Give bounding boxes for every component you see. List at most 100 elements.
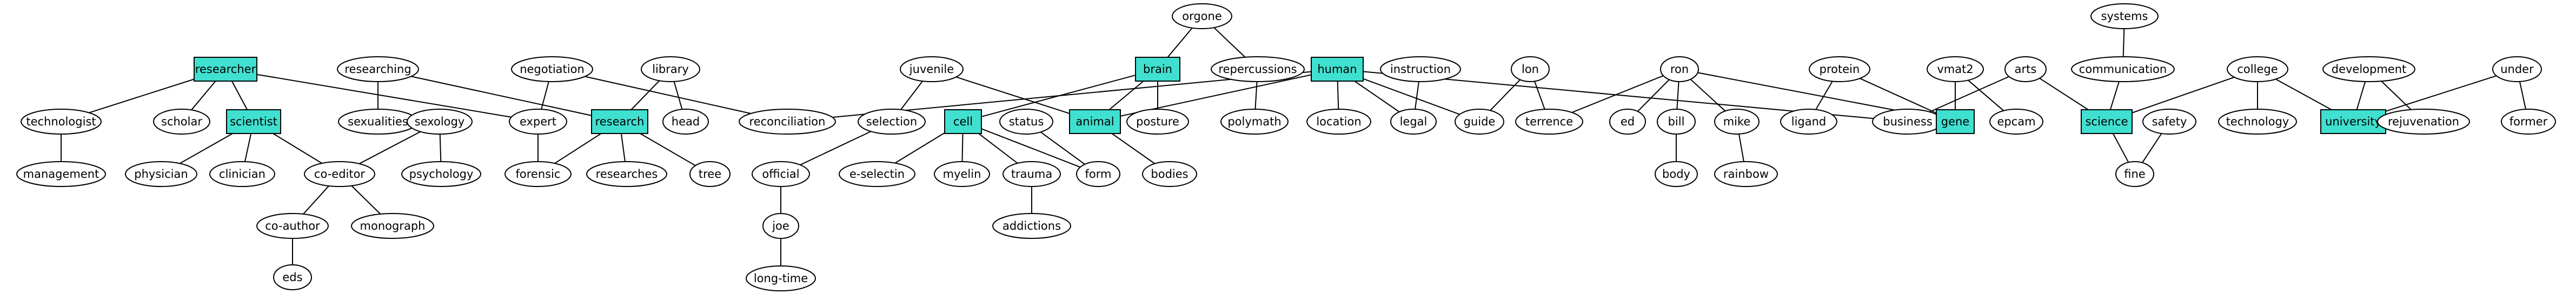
- edge-arts-science: [2039, 77, 2089, 110]
- node-ellipse: [2071, 56, 2175, 82]
- node-co-editor[interactable]: co-editor: [304, 161, 375, 187]
- node-box: [1936, 109, 1975, 134]
- node-head[interactable]: head: [662, 109, 709, 135]
- node-label: juvenile: [909, 63, 954, 76]
- node-status[interactable]: status: [999, 109, 1053, 135]
- node-label: mike: [1723, 115, 1751, 128]
- node-college[interactable]: college: [2227, 56, 2288, 82]
- node-gene[interactable]: gene: [1936, 109, 1975, 134]
- node-arts[interactable]: arts: [2004, 56, 2047, 82]
- node-systems[interactable]: systems: [2090, 3, 2159, 29]
- node-ellipse: [1511, 56, 1550, 82]
- edge-under-university: [2385, 75, 2497, 112]
- node-bill[interactable]: bill: [1657, 109, 1696, 135]
- node-polymath[interactable]: polymath: [1220, 109, 1289, 135]
- node-university[interactable]: university: [2320, 109, 2386, 134]
- node-business[interactable]: business: [1872, 109, 1943, 135]
- node-co-author[interactable]: co-author: [256, 213, 329, 239]
- node-official[interactable]: official: [752, 161, 810, 187]
- node-lon[interactable]: lon: [1511, 56, 1550, 82]
- node-selection[interactable]: selection: [858, 109, 926, 135]
- node-researching[interactable]: researching: [337, 56, 419, 82]
- node-mike[interactable]: mike: [1714, 109, 1760, 135]
- node-repercussions[interactable]: repercussions: [1211, 56, 1305, 82]
- node-terrence[interactable]: terrence: [1515, 109, 1583, 135]
- node-development[interactable]: development: [2322, 56, 2415, 82]
- node-myelin[interactable]: myelin: [934, 161, 990, 187]
- node-technologist[interactable]: technologist: [21, 109, 102, 135]
- node-vmat2[interactable]: vmat2: [1927, 56, 1984, 82]
- node-ellipse: [1609, 109, 1646, 135]
- node-fine[interactable]: fine: [2115, 161, 2154, 187]
- node-label: under: [2500, 63, 2534, 76]
- node-monograph[interactable]: monograph: [351, 213, 434, 239]
- node-ellipse: [504, 161, 572, 187]
- node-protein[interactable]: protein: [1809, 56, 1870, 82]
- node-former[interactable]: former: [2501, 109, 2556, 135]
- node-rainbow[interactable]: rainbow: [1714, 161, 1778, 187]
- node-guide[interactable]: guide: [1455, 109, 1504, 135]
- node-sexualities[interactable]: sexualities: [338, 109, 418, 135]
- node-under[interactable]: under: [2492, 56, 2542, 82]
- node-psychology[interactable]: psychology: [401, 161, 481, 187]
- node-label: brain: [1143, 63, 1172, 76]
- node-location[interactable]: location: [1306, 109, 1371, 135]
- node-addictions[interactable]: addictions: [992, 213, 1071, 239]
- node-body[interactable]: body: [1655, 161, 1698, 187]
- node-science[interactable]: science: [2081, 109, 2133, 134]
- node-cell[interactable]: cell: [944, 109, 982, 134]
- node-ed[interactable]: ed: [1609, 109, 1646, 135]
- node-scientist[interactable]: scientist: [226, 109, 281, 134]
- node-forensic[interactable]: forensic: [504, 161, 572, 187]
- node-tree[interactable]: tree: [689, 161, 731, 187]
- node-label: trauma: [1011, 168, 1052, 181]
- node-e-selectin[interactable]: e-selectin: [839, 161, 915, 187]
- node-legal[interactable]: legal: [1390, 109, 1437, 135]
- node-researcher[interactable]: researcher: [194, 57, 257, 82]
- node-communication[interactable]: communication: [2071, 56, 2175, 82]
- node-clinician[interactable]: clinician: [209, 161, 275, 187]
- node-form[interactable]: form: [1076, 161, 1120, 187]
- node-ellipse: [839, 161, 915, 187]
- node-orgone[interactable]: orgone: [1172, 3, 1232, 29]
- node-negotiation[interactable]: negotiation: [511, 56, 593, 82]
- edge-research-researches: [620, 133, 626, 162]
- node-research[interactable]: research: [591, 109, 648, 134]
- node-reconciliation[interactable]: reconciliation: [739, 109, 836, 135]
- node-ellipse: [1380, 56, 1461, 82]
- node-posture[interactable]: posture: [1126, 109, 1189, 135]
- node-epcam[interactable]: epcam: [1989, 109, 2043, 135]
- node-joe[interactable]: joe: [762, 213, 799, 239]
- node-scholar[interactable]: scholar: [153, 109, 210, 135]
- node-researches[interactable]: researches: [586, 161, 667, 187]
- edge-orgone-brain: [1167, 28, 1193, 58]
- node-safety[interactable]: safety: [2142, 109, 2196, 135]
- edge-researcher-expert: [256, 74, 512, 118]
- node-long-time[interactable]: long-time: [746, 265, 816, 291]
- edge-ron-terrence: [1571, 75, 1664, 114]
- node-ellipse: [153, 109, 210, 135]
- node-technology[interactable]: technology: [2218, 109, 2297, 135]
- node-eds[interactable]: eds: [273, 264, 312, 290]
- node-ron[interactable]: ron: [1660, 56, 1699, 82]
- node-instruction[interactable]: instruction: [1380, 56, 1461, 82]
- node-management[interactable]: management: [16, 161, 106, 187]
- node-ligand[interactable]: ligand: [1780, 109, 1837, 135]
- node-label: location: [1316, 115, 1361, 128]
- node-brain[interactable]: brain: [1135, 57, 1180, 82]
- node-sexology[interactable]: sexology: [407, 109, 473, 135]
- node-label: instruction: [1390, 63, 1451, 76]
- node-animal[interactable]: animal: [1069, 109, 1121, 134]
- node-expert[interactable]: expert: [509, 109, 567, 135]
- node-library[interactable]: library: [641, 56, 700, 82]
- node-label: addictions: [1002, 219, 1061, 232]
- edge-brain-animal: [1108, 81, 1144, 110]
- node-ellipse: [752, 161, 810, 187]
- node-human[interactable]: human: [1311, 57, 1364, 82]
- node-rejuvenation[interactable]: rejuvenation: [2377, 109, 2470, 135]
- node-label: long-time: [754, 272, 808, 285]
- node-physician[interactable]: physician: [125, 161, 197, 187]
- node-juvenile[interactable]: juvenile: [900, 56, 964, 82]
- node-bodies[interactable]: bodies: [1142, 161, 1197, 187]
- node-trauma[interactable]: trauma: [1002, 161, 1061, 187]
